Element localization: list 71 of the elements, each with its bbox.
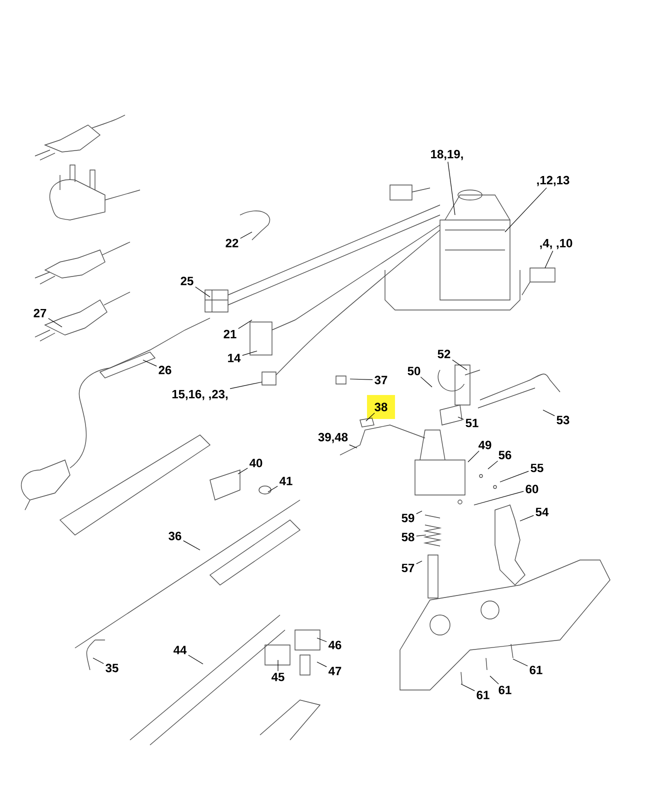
leader-line xyxy=(500,470,529,482)
leader-line xyxy=(416,560,422,564)
leader-line xyxy=(230,382,262,389)
leader-line xyxy=(366,412,375,422)
callout-number: 61 xyxy=(530,666,542,674)
callout-number: 18,19, xyxy=(431,150,463,160)
leader-line xyxy=(92,658,104,664)
callout-number: 44 xyxy=(174,646,187,654)
leader-line xyxy=(520,515,534,522)
leader-line xyxy=(504,188,547,232)
callout-number: 61 xyxy=(498,686,512,694)
callout-number: 36 xyxy=(168,532,182,540)
callout-number: 14 xyxy=(228,354,241,362)
callout-number: ,4, ,10 xyxy=(540,238,572,250)
leader-line xyxy=(416,534,426,536)
leader-line xyxy=(316,638,327,642)
callout-number: 39,48 xyxy=(318,432,348,444)
leader-line xyxy=(240,232,252,239)
callout-number: 51 xyxy=(466,418,478,428)
leader-line xyxy=(142,360,157,366)
callout-number: 47 xyxy=(328,666,342,676)
leader-line xyxy=(48,318,62,328)
callout-number: 53 xyxy=(556,416,570,424)
callout-number: 52 xyxy=(438,350,450,358)
callout-number: 21 xyxy=(224,330,236,338)
leader-line xyxy=(468,450,480,462)
leader-line xyxy=(238,320,252,329)
leader-line xyxy=(512,658,528,666)
leader-line xyxy=(188,654,204,664)
callout-number: 41 xyxy=(280,476,292,486)
leader-line xyxy=(490,676,499,684)
leader-line xyxy=(452,360,468,370)
callout-number: 49 xyxy=(478,440,492,450)
leader-line xyxy=(268,486,278,492)
callout-number: 61 xyxy=(476,690,490,700)
leader-line xyxy=(350,378,373,380)
callout-number: 54 xyxy=(536,508,549,516)
callout-number: 40 xyxy=(250,458,262,468)
callout-number: 22 xyxy=(226,238,238,248)
leader-line xyxy=(544,250,554,268)
leader-line xyxy=(195,286,210,298)
callout-number: 15,16, ,23, xyxy=(172,390,228,400)
callout-number: ,12,13 xyxy=(537,176,570,186)
leader-line xyxy=(242,350,258,356)
callout-number: 55 xyxy=(530,464,544,472)
leader-line xyxy=(349,444,358,448)
callout-number: 35 xyxy=(106,664,118,672)
leader-line xyxy=(316,662,327,668)
callout-number: 27 xyxy=(34,308,46,318)
callout-number: 45 xyxy=(272,672,284,682)
leader-line xyxy=(542,410,555,416)
leader-line xyxy=(474,491,524,506)
callout-number: 25 xyxy=(180,276,194,286)
callout-number: 60 xyxy=(526,484,538,494)
leader-line xyxy=(488,460,498,470)
callout-number: 57 xyxy=(402,564,414,572)
leader-line xyxy=(458,416,464,420)
callout-number: 38 xyxy=(374,402,388,412)
leader-line xyxy=(420,376,432,388)
callout-number: 46 xyxy=(328,640,342,650)
leader-line xyxy=(448,162,456,216)
callout-number: 26 xyxy=(158,366,172,374)
callout-number: 50 xyxy=(408,366,420,376)
leader-line xyxy=(183,540,200,550)
callout-number: 59 xyxy=(402,514,414,522)
callout-number: 58 xyxy=(402,532,414,542)
callout-number: 37 xyxy=(374,376,388,384)
leader-line xyxy=(460,684,475,692)
callout-number: 56 xyxy=(498,450,512,460)
leader-line xyxy=(416,510,422,514)
leader-line xyxy=(238,468,248,474)
